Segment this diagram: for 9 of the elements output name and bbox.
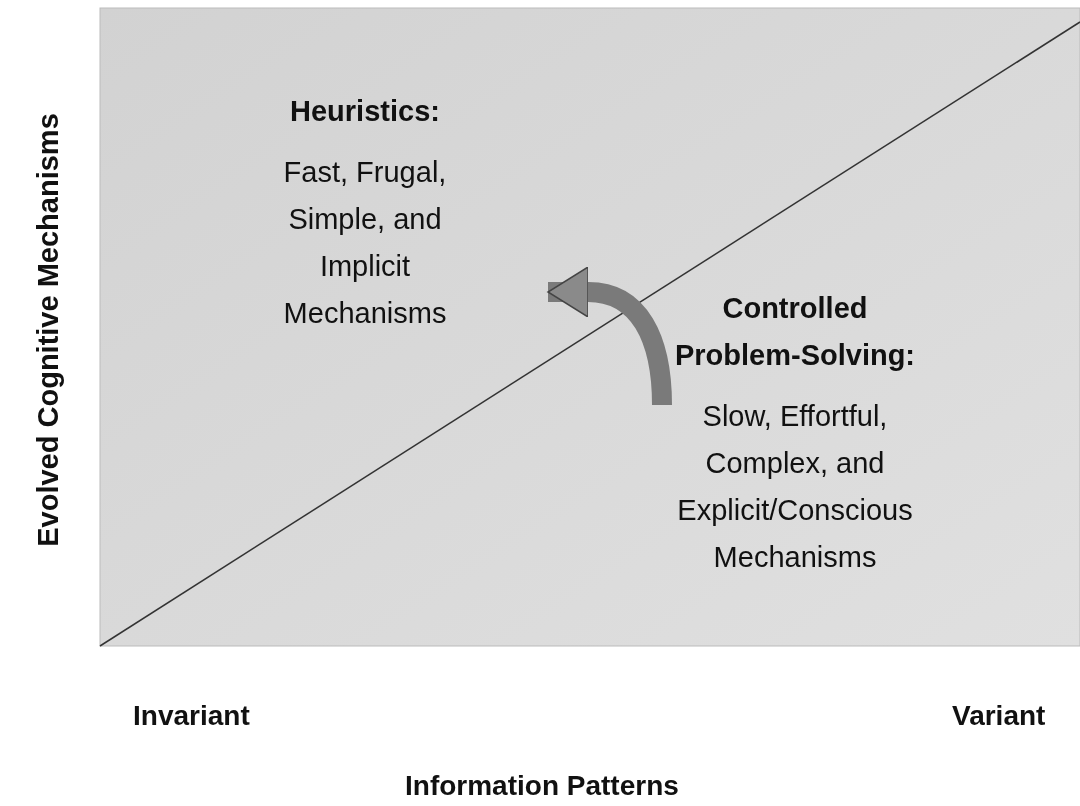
curved-arrow [547,266,672,406]
axis-label: Variant [952,700,1046,732]
heading: Heuristics: [289,94,441,129]
description: Fast, Frugal, Simple, and Implicit Mechanisms [282,155,448,331]
heading: Controlled Problem-Solving: [673,291,917,373]
axis-label: Invariant [133,700,250,732]
description: Slow, Effortful, Complex, and Explicit/Conscious Mechanisms [676,399,914,575]
axis-title: Information Patterns [405,770,679,802]
axis-title: Evolved Cognitive Mechanisms [31,113,65,547]
